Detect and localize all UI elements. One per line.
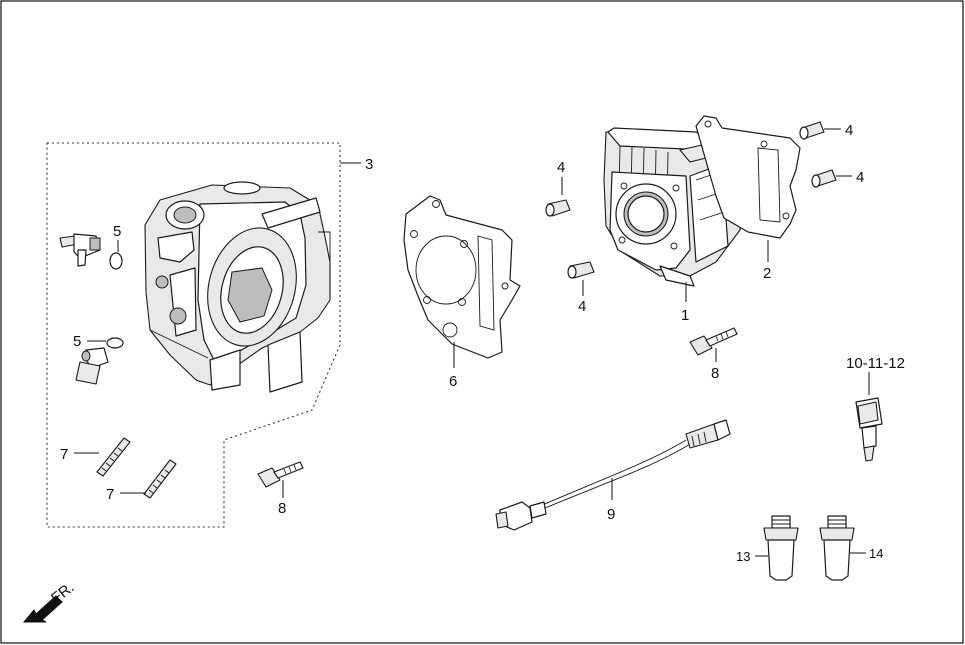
label-cylinder: 1 xyxy=(681,307,689,324)
label-dowel-c: 4 xyxy=(845,122,853,139)
oring-lower xyxy=(106,337,124,349)
label-stud-a: 7 xyxy=(60,446,68,463)
label-dowel-b: 4 xyxy=(578,298,586,315)
fitting-lower xyxy=(75,347,109,385)
base-gasket xyxy=(695,115,801,239)
label-head-assembly: 3 xyxy=(365,156,373,173)
fitting-upper xyxy=(59,233,101,267)
label-oring-a: 5 xyxy=(113,223,121,240)
label-bolt-b: 8 xyxy=(711,365,719,382)
dowel-right-upper xyxy=(799,121,825,140)
label-valve-guide-b: 14 xyxy=(869,546,883,561)
head-gasket xyxy=(403,195,521,359)
label-stud-b: 7 xyxy=(106,486,114,503)
bolt-left xyxy=(257,461,304,488)
label-temp-sensor: 10-11-12 xyxy=(846,355,905,372)
dowel-left-lower xyxy=(567,261,595,279)
front-arrow-icon xyxy=(22,595,63,623)
front-direction-indicator: FR. xyxy=(22,579,78,623)
label-gasket-base: 2 xyxy=(763,265,771,282)
label-valve-guide-a: 13 xyxy=(736,549,750,564)
label-sensor-cable: 9 xyxy=(607,506,615,523)
label-bolt-a: 8 xyxy=(278,500,286,517)
label-oring-b: 5 xyxy=(73,333,81,350)
valve-guide-left xyxy=(763,515,799,581)
dowel-right-lower xyxy=(811,169,837,188)
temperature-sensor xyxy=(855,397,883,462)
stud-lower xyxy=(143,459,177,499)
sensor-cable xyxy=(495,419,731,531)
stud-upper xyxy=(96,437,131,477)
head-assembly-boundary xyxy=(46,142,341,528)
label-dowel-a: 4 xyxy=(557,159,565,176)
bolt-right xyxy=(689,327,738,356)
cylinder-head xyxy=(144,181,331,393)
label-head-gasket: 6 xyxy=(449,373,457,390)
oring-upper xyxy=(109,252,123,270)
valve-guide-right xyxy=(819,515,855,581)
label-dowel-d: 4 xyxy=(856,169,864,186)
dowel-left-upper xyxy=(545,199,571,217)
